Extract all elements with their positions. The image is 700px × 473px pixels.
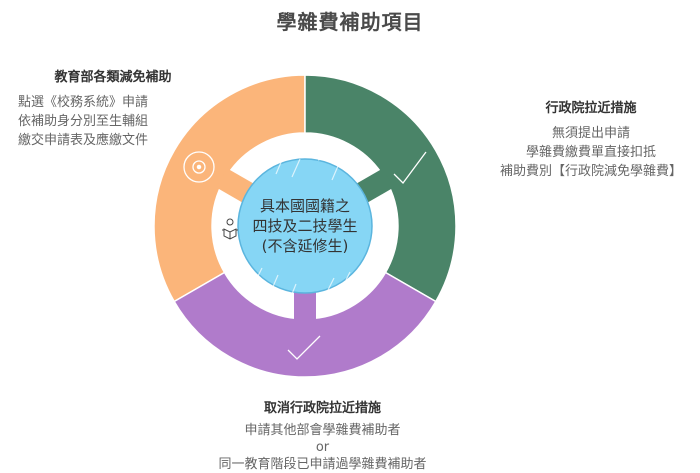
diagram-title: 學雜費補助項目 bbox=[276, 10, 424, 34]
center-label: 具本國國籍之 四技及二技學生 (不含延修生) bbox=[238, 196, 372, 256]
moe-subsidy-label: 教育部各類減免補助 點選《校務系統》申請 依補助身分別至生輔組 繳交申請表及應繳… bbox=[18, 66, 208, 150]
exec-yuan-measure-line: 無須提出申請 bbox=[551, 126, 630, 141]
exec-yuan-measure-label: 行政院拉近措施 無須提出申請 學雜費繳費單直接扣抵 補助費別【行政院減免學雜費】 bbox=[488, 97, 694, 181]
exec-yuan-measure-heading: 行政院拉近措施 bbox=[545, 101, 637, 116]
center-line-2: 四技及二技學生 bbox=[252, 217, 358, 235]
reading-person-icon bbox=[222, 218, 238, 240]
exec-yuan-measure-line: 補助費別【行政院減免學雜費】 bbox=[499, 164, 682, 179]
moe-subsidy-line: 繳交申請表及應繳文件 bbox=[18, 133, 149, 148]
checkmark-icon bbox=[393, 151, 427, 184]
center-circle bbox=[237, 157, 373, 295]
target-icon bbox=[183, 151, 215, 183]
cancel-exec-yuan-measure-heading: 取消行政院拉近措施 bbox=[263, 401, 381, 416]
cancel-exec-yuan-measure-line: 同一教育階段已申請過學雜費補助者 bbox=[218, 457, 427, 472]
checkmark-icon bbox=[287, 335, 321, 360]
segment-cancel-exec-yuan-measure bbox=[173, 271, 437, 378]
center-line-1: 具本國國籍之 bbox=[259, 197, 350, 215]
cancel-exec-yuan-measure-line: 申請其他部會學雜費補助者 bbox=[244, 423, 401, 438]
center-line-3: (不含延修生) bbox=[261, 237, 349, 255]
cancel-exec-yuan-measure-label: 取消行政院拉近措施 申請其他部會學雜費補助者 or 同一教育階段已申請過學雜費補… bbox=[180, 397, 465, 473]
exec-yuan-measure-line: 學雜費繳費單直接扣抵 bbox=[525, 145, 656, 160]
cancel-exec-yuan-measure-or: or bbox=[315, 440, 330, 455]
moe-subsidy-line: 點選《校務系統》申請 bbox=[18, 95, 149, 110]
moe-subsidy-line: 依補助身分別至生輔組 bbox=[18, 114, 149, 129]
moe-subsidy-heading: 教育部各類減免補助 bbox=[54, 70, 172, 85]
